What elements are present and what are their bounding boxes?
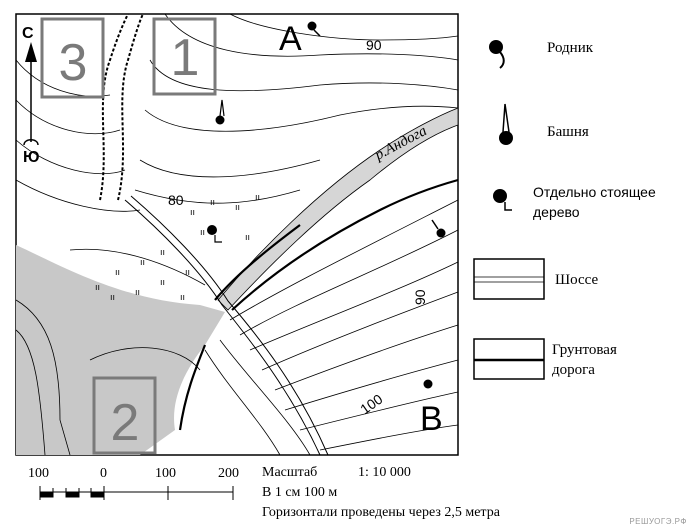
svg-text:ıı: ıı (245, 232, 250, 242)
legend-tree-label-2: дерево (533, 204, 580, 220)
legend-spring-icon (489, 40, 505, 69)
scale-tick-0: 100 (28, 466, 49, 481)
contour-lines (15, 13, 459, 456)
square-1 (152, 17, 217, 96)
contour-label-90: 90 (366, 37, 382, 53)
point-label-a: А (279, 20, 302, 58)
dirt-road-2 (214, 224, 301, 301)
watermark: РЕШУОГЭ.РФ (629, 517, 687, 526)
svg-text:Ю: Ю (23, 149, 40, 166)
dirt-road (231, 178, 459, 311)
legend-highway-box (473, 258, 545, 300)
escarpment-2 (117, 13, 144, 201)
scale-tick-3: 200 (218, 466, 239, 481)
legend-tree-icon (493, 189, 512, 211)
dirt-road-3 (178, 344, 207, 431)
scale-tick-1: 0 (100, 466, 107, 481)
scale-contour-interval: Горизонтали проведены через 2,5 метра (262, 505, 500, 520)
svg-text:ıı: ıı (135, 287, 140, 297)
legend-highway-label: Шоссе (555, 272, 599, 288)
escarpment (99, 13, 129, 201)
svg-text:ıı: ıı (140, 257, 145, 267)
river (217, 107, 459, 311)
highway (124, 195, 329, 456)
legend-dirt-road-label-1: Грунтовая (552, 342, 617, 358)
svg-text:ıı: ıı (190, 207, 195, 217)
svg-text:ıı: ıı (160, 247, 165, 257)
tower-icon-2 (423, 379, 433, 389)
svg-text:ıı: ıı (95, 282, 100, 292)
scale-per-cm: В 1 см 100 м (262, 485, 338, 500)
compass: С Ю (22, 25, 40, 166)
svg-text:ıı: ıı (115, 267, 120, 277)
contour-label-90b: 90 (412, 289, 428, 305)
point-label-b: В (420, 400, 443, 438)
svg-text:ıı: ıı (210, 197, 215, 207)
spring-icon (307, 21, 321, 37)
legend-dirt-road-label-2: дорога (552, 362, 595, 378)
scale-ratio: 1: 10 000 (358, 465, 411, 480)
square-3 (40, 17, 105, 99)
legend-spring-label: Родник (547, 40, 594, 56)
square-2 (92, 376, 157, 455)
svg-text:ıı: ıı (185, 267, 190, 277)
svg-text:ıı: ıı (160, 277, 165, 287)
legend-tree-label-1: Отдельно стоящее (533, 184, 656, 200)
svg-text:ıı: ıı (180, 292, 185, 302)
svg-text:ıı: ıı (255, 192, 260, 202)
legend-tower-label: Башня (547, 124, 589, 140)
spring-icon-2 (431, 219, 446, 238)
scale-tick-2: 100 (155, 466, 176, 481)
squares (40, 17, 217, 455)
tree-icon (207, 225, 222, 243)
scale-label: Масштаб (262, 465, 318, 480)
scale-bar (39, 486, 234, 500)
legend-tower-icon (499, 103, 513, 145)
tower-icon (215, 99, 225, 125)
square-label-3: 3 (59, 34, 88, 92)
svg-text:ıı: ıı (110, 292, 115, 302)
square-label-1: 1 (171, 29, 200, 87)
svg-text:ıı: ıı (235, 202, 240, 212)
shaded-slope (16, 245, 225, 455)
square-label-2: 2 (111, 394, 140, 452)
svg-text:ıı: ıı (200, 227, 205, 237)
legend-dirt-road-box (473, 338, 545, 380)
svg-text:С: С (22, 25, 34, 42)
contour-label-80: 80 (168, 192, 184, 208)
